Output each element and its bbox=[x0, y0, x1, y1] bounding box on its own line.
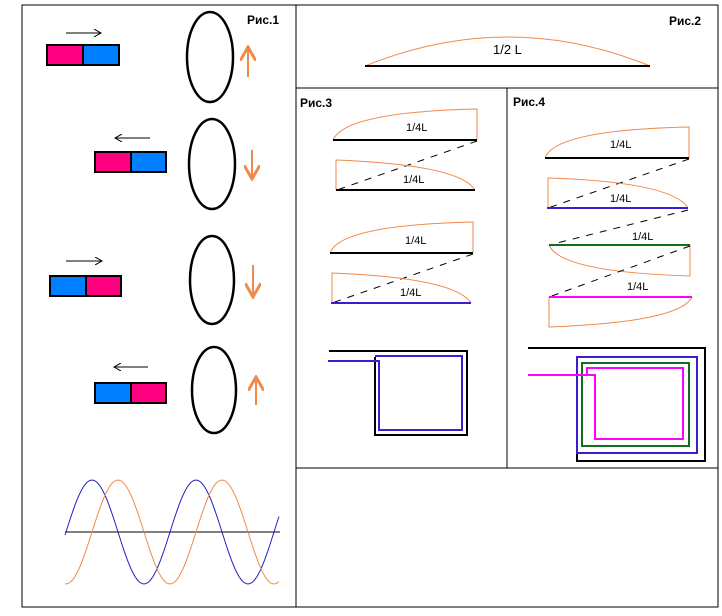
figure-4: Рис.4 1/4L 1/4L 1/4L 1/4L bbox=[513, 95, 706, 462]
multi-coil-winding bbox=[528, 347, 706, 462]
coil-loop bbox=[188, 234, 236, 326]
coil-loop bbox=[187, 117, 237, 211]
magnet-1 bbox=[46, 10, 248, 104]
segment-label: 1/4L bbox=[610, 193, 631, 205]
magnet-2 bbox=[94, 117, 252, 211]
segment-label: 1/4L bbox=[403, 174, 424, 186]
magnet-4 bbox=[94, 345, 256, 435]
sine-waves bbox=[64, 479, 280, 585]
fig3-label: Рис.3 bbox=[300, 96, 332, 110]
segment-label: 1/4L bbox=[405, 235, 426, 247]
wave-orange bbox=[65, 479, 280, 585]
fig1-label: Рис.1 bbox=[247, 13, 279, 27]
half-wavelength-label: 1/2 L bbox=[493, 42, 522, 57]
figure-3: Рис.3 1/4L 1/4L 1/4L 1/4L bbox=[300, 96, 478, 436]
segment-label: 1/4L bbox=[627, 281, 648, 293]
panel-borders bbox=[21, 4, 719, 608]
wave-blue bbox=[64, 479, 280, 585]
coil-winding bbox=[328, 350, 468, 436]
coil-loop bbox=[185, 10, 235, 104]
segment-label: 1/4L bbox=[406, 122, 427, 134]
figure-1: Рис.1 bbox=[46, 10, 280, 585]
fig2-label: Рис.2 bbox=[669, 14, 701, 28]
fig4-label: Рис.4 bbox=[513, 95, 545, 109]
segment-label: 1/4L bbox=[610, 139, 631, 151]
figure-2: Рис.2 1/2 L bbox=[364, 14, 701, 67]
segment-label: 1/4L bbox=[400, 287, 421, 299]
magnet-3 bbox=[49, 234, 253, 326]
segment-label: 1/4L bbox=[632, 231, 653, 243]
coil-loop bbox=[190, 345, 238, 435]
